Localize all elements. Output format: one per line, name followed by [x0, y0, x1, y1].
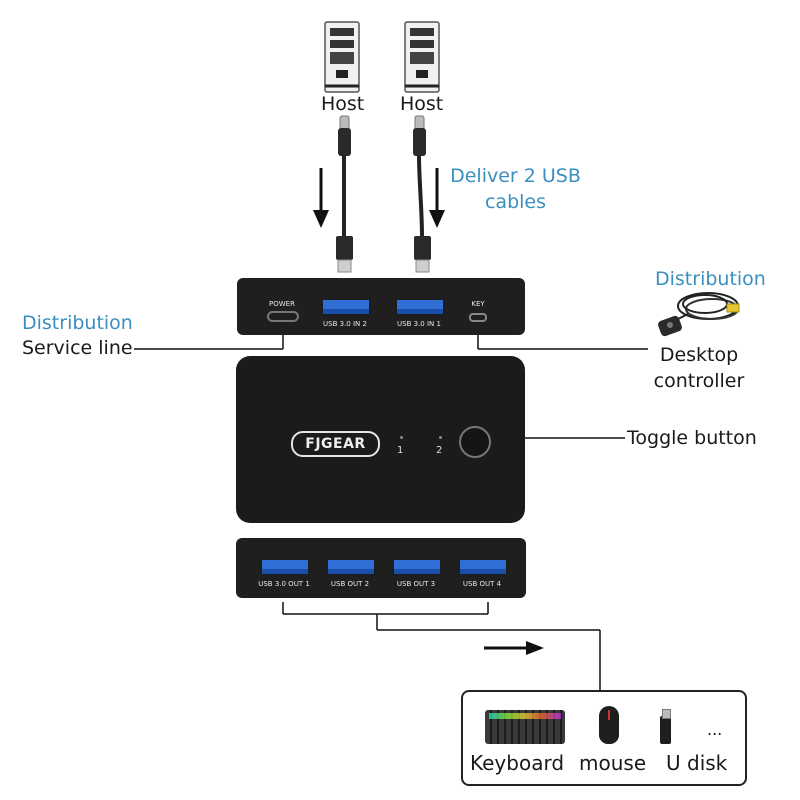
- service-line-label: Service line: [22, 337, 133, 359]
- usb-out-4-label: USB OUT 4: [462, 580, 502, 588]
- usb-out-2-port: [326, 558, 376, 576]
- brand-logo: FJGEAR: [291, 431, 380, 457]
- desktop-controller-cable-icon: [658, 292, 740, 337]
- usb-out-2-label: USB OUT 2: [330, 580, 370, 588]
- keyboard-icon: [485, 710, 565, 744]
- down-arrow-right: [429, 168, 445, 228]
- toggle-button-label: Toggle button: [627, 427, 757, 449]
- u-disk-label: U disk: [666, 751, 728, 775]
- keyboard-label: Keyboard: [470, 751, 565, 775]
- host-label-1: Host: [321, 93, 365, 115]
- usb-cable-right: [413, 115, 431, 273]
- switch-front-panel: FJGEAR 1 2: [236, 356, 525, 523]
- usb-out-1-label: USB 3.0 OUT 1: [258, 580, 310, 588]
- led-2: [439, 436, 442, 439]
- distribution-label-left: Distribution: [22, 312, 133, 334]
- more-devices-ellipsis: ...: [707, 720, 723, 739]
- host-label-2: Host: [400, 93, 444, 115]
- switch-top-panel: POWER USB 3.0 IN 2 USB 3.0 IN 1 KEY: [237, 278, 525, 335]
- deliver-line2: cables: [484, 191, 547, 213]
- usb-in-1-port: [395, 298, 445, 316]
- key-port: [469, 313, 487, 322]
- usb-in-2-port: [321, 298, 371, 316]
- host-computer-icon-left: [324, 21, 360, 93]
- usb-in-1-label: USB 3.0 IN 1: [397, 320, 441, 328]
- mouse-icon: [599, 706, 619, 744]
- key-label: KEY: [471, 300, 485, 308]
- led-2-label: 2: [436, 445, 443, 456]
- service-line-leader: [134, 335, 284, 350]
- desktop-controller-leader: [477, 335, 648, 350]
- deliver-line1: Deliver 2 USB: [450, 165, 581, 187]
- deliver-cables-label: Deliver 2 USB cables: [448, 163, 583, 215]
- desktop-line1: Desktop: [659, 344, 739, 366]
- power-label: POWER: [269, 300, 295, 308]
- output-bracket: [282, 602, 601, 690]
- brand-logo-text: FJGEAR: [305, 436, 366, 452]
- toggle-button[interactable]: [459, 426, 491, 458]
- distribution-label-right: Distribution: [655, 268, 766, 290]
- desktop-controller-label: Desktop controller: [640, 342, 758, 394]
- host-computer-icon-right: [404, 21, 440, 93]
- usb-cable-left: [336, 115, 353, 273]
- usb-in-2-label: USB 3.0 IN 2: [323, 320, 367, 328]
- led-1: [400, 436, 403, 439]
- power-port: [267, 311, 299, 322]
- peripherals-box: ... Keyboard mouse U disk: [461, 690, 747, 786]
- controller-line2: controller: [653, 370, 745, 392]
- down-arrow-left: [313, 168, 329, 228]
- right-arrow: [484, 641, 544, 655]
- mouse-label: mouse: [579, 751, 647, 775]
- led-1-label: 1: [397, 445, 404, 456]
- usb-out-4-port: [458, 558, 508, 576]
- usb-out-3-label: USB OUT 3: [396, 580, 436, 588]
- usb-out-1-port: [260, 558, 310, 576]
- switch-bottom-panel: USB 3.0 OUT 1 USB OUT 2 USB OUT 3 USB OU…: [236, 538, 526, 598]
- u-disk-icon: [660, 709, 671, 744]
- usb-out-3-port: [392, 558, 442, 576]
